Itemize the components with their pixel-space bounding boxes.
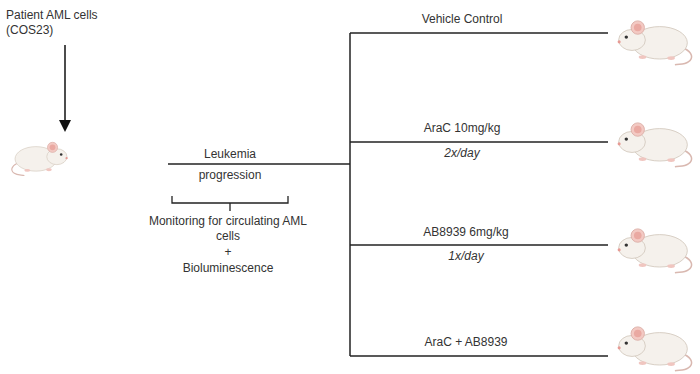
dosing-label: 2x/day	[352, 146, 572, 161]
branch-line	[350, 244, 608, 246]
arrow-line	[64, 45, 66, 122]
phase-label: progression	[150, 168, 310, 183]
treatment-label: AB8939 6mg/kg	[356, 225, 576, 240]
dosing-label: 1x/day	[356, 249, 576, 264]
treatment-label: AraC + AB8939	[356, 335, 576, 350]
arrow-head	[59, 120, 71, 132]
mouse-icon	[618, 123, 692, 167]
note-label: Monitoring for circulating AML cells	[148, 214, 308, 244]
treatment-label: Vehicle Control	[352, 12, 572, 27]
phase-label: Leukemia	[150, 147, 310, 162]
branch-line	[350, 32, 608, 34]
mouse-icon	[618, 21, 692, 65]
bracket	[172, 196, 288, 211]
note-label: Bioluminescence	[148, 261, 308, 276]
note-label: +	[148, 245, 308, 260]
mouse-icon	[618, 229, 692, 273]
branch-line	[350, 355, 608, 357]
timeline-line	[168, 163, 350, 165]
source-label: Patient AML cells (COS23)	[6, 8, 131, 38]
branch-line	[350, 141, 608, 143]
mouse-icon	[12, 142, 68, 175]
mouse-icon	[618, 327, 692, 371]
branch-line	[349, 33, 351, 356]
mouse-icon	[12, 142, 68, 175]
treatment-label: AraC 10mg/kg	[352, 121, 572, 136]
